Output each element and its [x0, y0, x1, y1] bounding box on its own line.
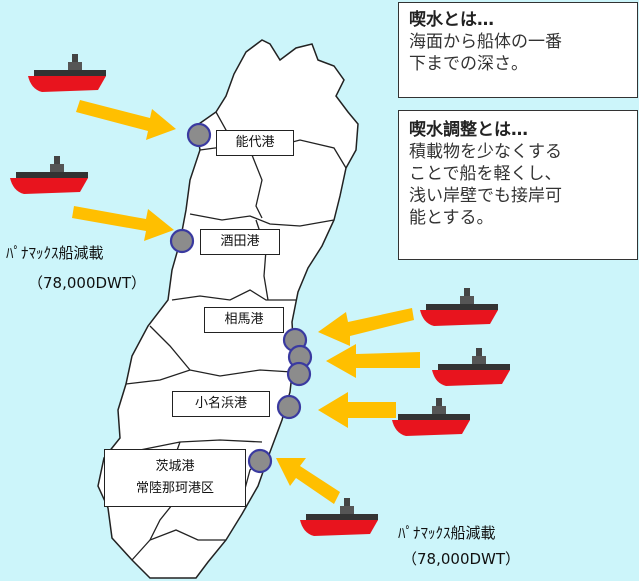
draft-definition-box: 喫水とは… 海面から船体の一番 下までの深さ。	[398, 2, 638, 98]
draft-adjustment-line-1: 積載物を少なくする	[409, 142, 562, 162]
marker-noshiro	[186, 122, 212, 148]
ship-east-2	[432, 348, 510, 386]
draft-adjustment-line-3: 浅い岸壁でも接岸可	[409, 186, 562, 206]
draft-adjustment-line-4: 能とする。	[409, 208, 494, 228]
arrow-to-noshiro	[76, 100, 176, 140]
arrow-to-soma	[318, 308, 414, 346]
port-label-ibaraki-line-2: 常陸那珂港区	[135, 481, 214, 496]
ship-arrows	[72, 100, 420, 504]
ship-west-1	[28, 54, 106, 92]
arrow-to-ibaraki	[276, 458, 340, 504]
port-label-ibaraki: 茨城港 常陸那珂港区	[104, 449, 246, 507]
east-ship-caption-line-1: ﾊﾟﾅﾏｯｸｽ船減載	[398, 524, 496, 542]
draft-definition-line-2: 下までの深さ。	[409, 54, 528, 74]
port-markers	[169, 122, 313, 474]
arrow-to-onahama	[318, 392, 396, 428]
ship-east-4	[300, 498, 378, 536]
west-ship-caption-line-2: （78,000DWT）	[28, 274, 147, 292]
ship-east-3	[392, 398, 470, 436]
draft-adjustment-title: 喫水調整とは…	[409, 120, 528, 140]
marker-ibaraki	[247, 448, 273, 474]
arrow-to-sakata	[72, 206, 174, 241]
east-ship-caption-line-2: （78,000DWT）	[402, 550, 521, 568]
port-label-onahama: 小名浜港	[172, 391, 270, 417]
ship-east-1	[420, 288, 498, 326]
marker-sakata	[169, 228, 195, 254]
port-label-ibaraki-line-1: 茨城港	[155, 459, 195, 474]
port-label-soma: 相馬港	[204, 307, 284, 333]
draft-definition-title: 喫水とは…	[409, 10, 494, 30]
marker-soma-3	[286, 361, 312, 387]
marker-onahama	[276, 394, 302, 420]
draft-adjustment-line-2: ことで船を軽くし、	[409, 164, 562, 184]
port-label-sakata: 酒田港	[200, 229, 280, 255]
ship-west-2	[10, 156, 88, 194]
arrow-to-soma-2	[326, 344, 420, 378]
west-ship-caption-line-1: ﾊﾟﾅﾏｯｸｽ船減載	[6, 244, 104, 262]
port-label-noshiro: 能代港	[216, 130, 294, 156]
draft-adjustment-box: 喫水調整とは… 積載物を少なくする ことで船を軽くし、 浅い岸壁でも接岸可 能と…	[398, 110, 638, 260]
draft-definition-line-1: 海面から船体の一番	[409, 32, 562, 52]
